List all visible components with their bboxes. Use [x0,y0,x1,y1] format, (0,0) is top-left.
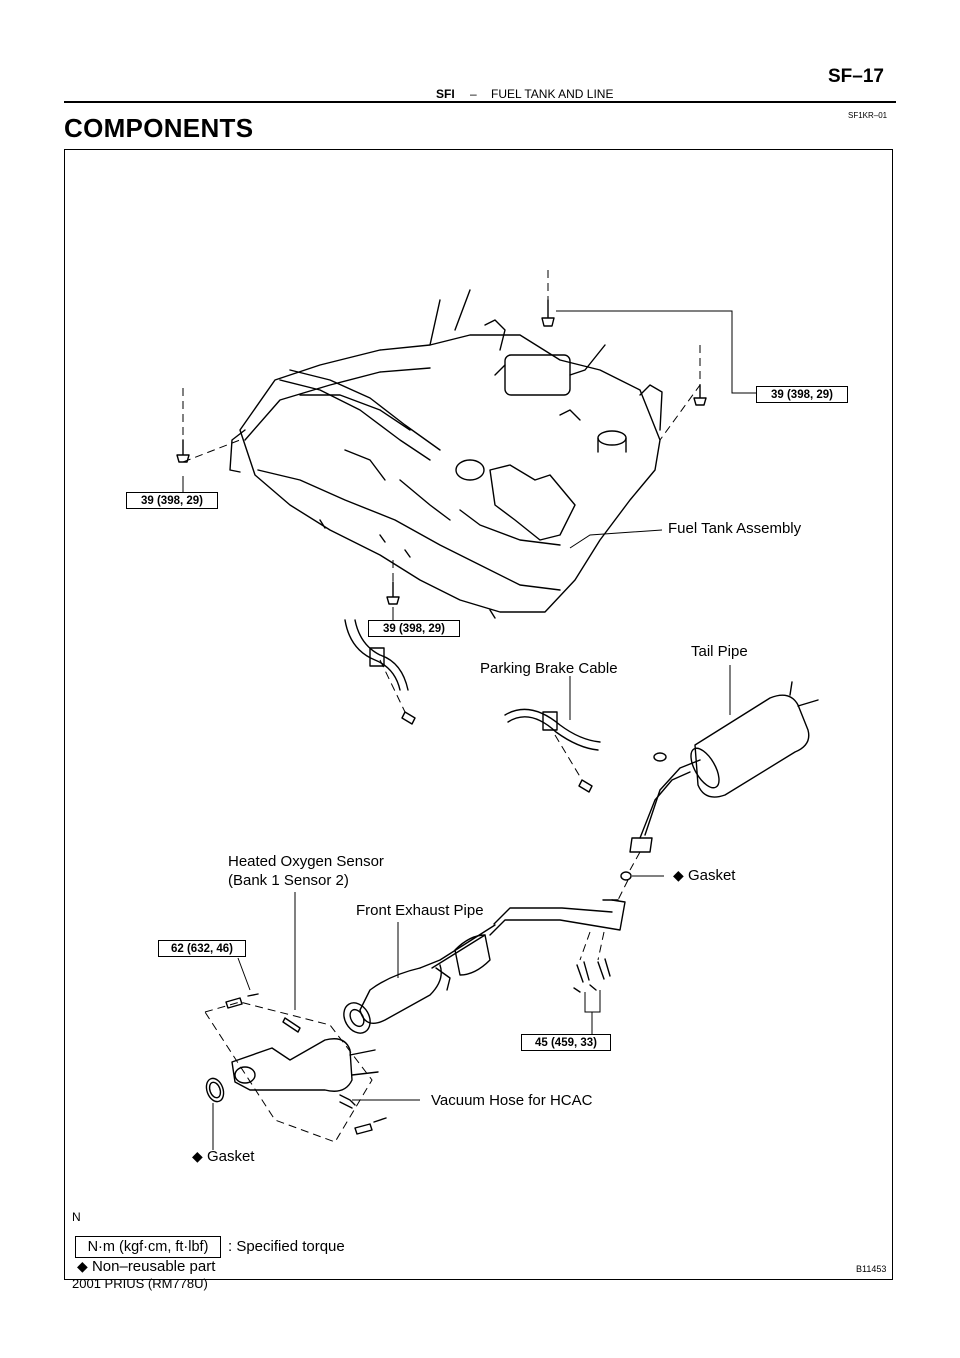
figure-reference: B11453 [856,1264,887,1274]
non-reusable-icon: ◆ [673,867,684,883]
front-pipe-parts-drawing [225,993,387,1135]
header-separator: – [470,87,477,101]
legend-non-reusable-text: Non–reusable part [91,1258,216,1275]
parking-brake-drawing [344,619,601,793]
label-gasket-right-text: Gasket [687,867,736,884]
label-front-exhaust: Front Exhaust Pipe [356,902,484,919]
footer-model: 2001 PRIUS (RM778U) [72,1276,208,1291]
label-gasket-left-text: Gasket [206,1148,255,1165]
figure-frame [64,149,893,1280]
torque-label-tank-left: 39 (398, 29) [126,492,218,509]
gasket-right-drawing [620,871,632,881]
direction-mark: N [72,1210,81,1224]
header-section: SFI [436,87,455,101]
torque-label-tank-top-right: 39 (398, 29) [756,386,848,403]
label-fuel-tank: Fuel Tank Assembly [668,520,802,537]
header-title: FUEL TANK AND LINE [491,87,614,101]
non-reusable-icon: ◆ [192,1148,203,1164]
torque-label-flange-bolts: 45 (459, 33) [521,1034,611,1051]
torque-label-front-pipe: 62 (632, 46) [158,940,246,957]
fuel-tank-drawing [229,289,663,619]
legend-non-reusable: ◆ Non–reusable part [77,1258,215,1275]
page-heading: COMPONENTS [64,113,254,143]
label-gasket-right: ◆ Gasket [673,867,735,884]
legend-unit-box: N·m (kgf·cm, ft·lbf) [75,1236,221,1258]
tail-pipe-drawing [629,681,819,853]
torque-label-tank-bottom: 39 (398, 29) [368,620,460,637]
non-reusable-icon: ◆ [77,1258,88,1274]
front-converter-drawing [205,1038,379,1103]
page-number: SF–17 [828,66,884,87]
label-tail-pipe: Tail Pipe [691,643,748,660]
label-gasket-left: ◆ Gasket [192,1148,254,1165]
label-oxygen-sensor: Heated Oxygen Sensor (Bank 1 Sensor 2) [228,852,384,890]
flange-bolts-drawing [573,958,611,993]
legend-unit-text: : Specified torque [228,1238,345,1255]
header-rule [64,101,896,103]
label-oxygen-sensor-line2: (Bank 1 Sensor 2) [228,872,349,889]
front-exhaust-drawing [343,899,626,1034]
label-vacuum-hose: Vacuum Hose for HCAC [431,1092,593,1109]
label-oxygen-sensor-line1: Heated Oxygen Sensor [228,853,384,870]
label-parking-brake: Parking Brake Cable [480,660,618,677]
tank-bolts-drawing [176,299,707,605]
doc-code: SF1KR–01 [848,111,888,120]
